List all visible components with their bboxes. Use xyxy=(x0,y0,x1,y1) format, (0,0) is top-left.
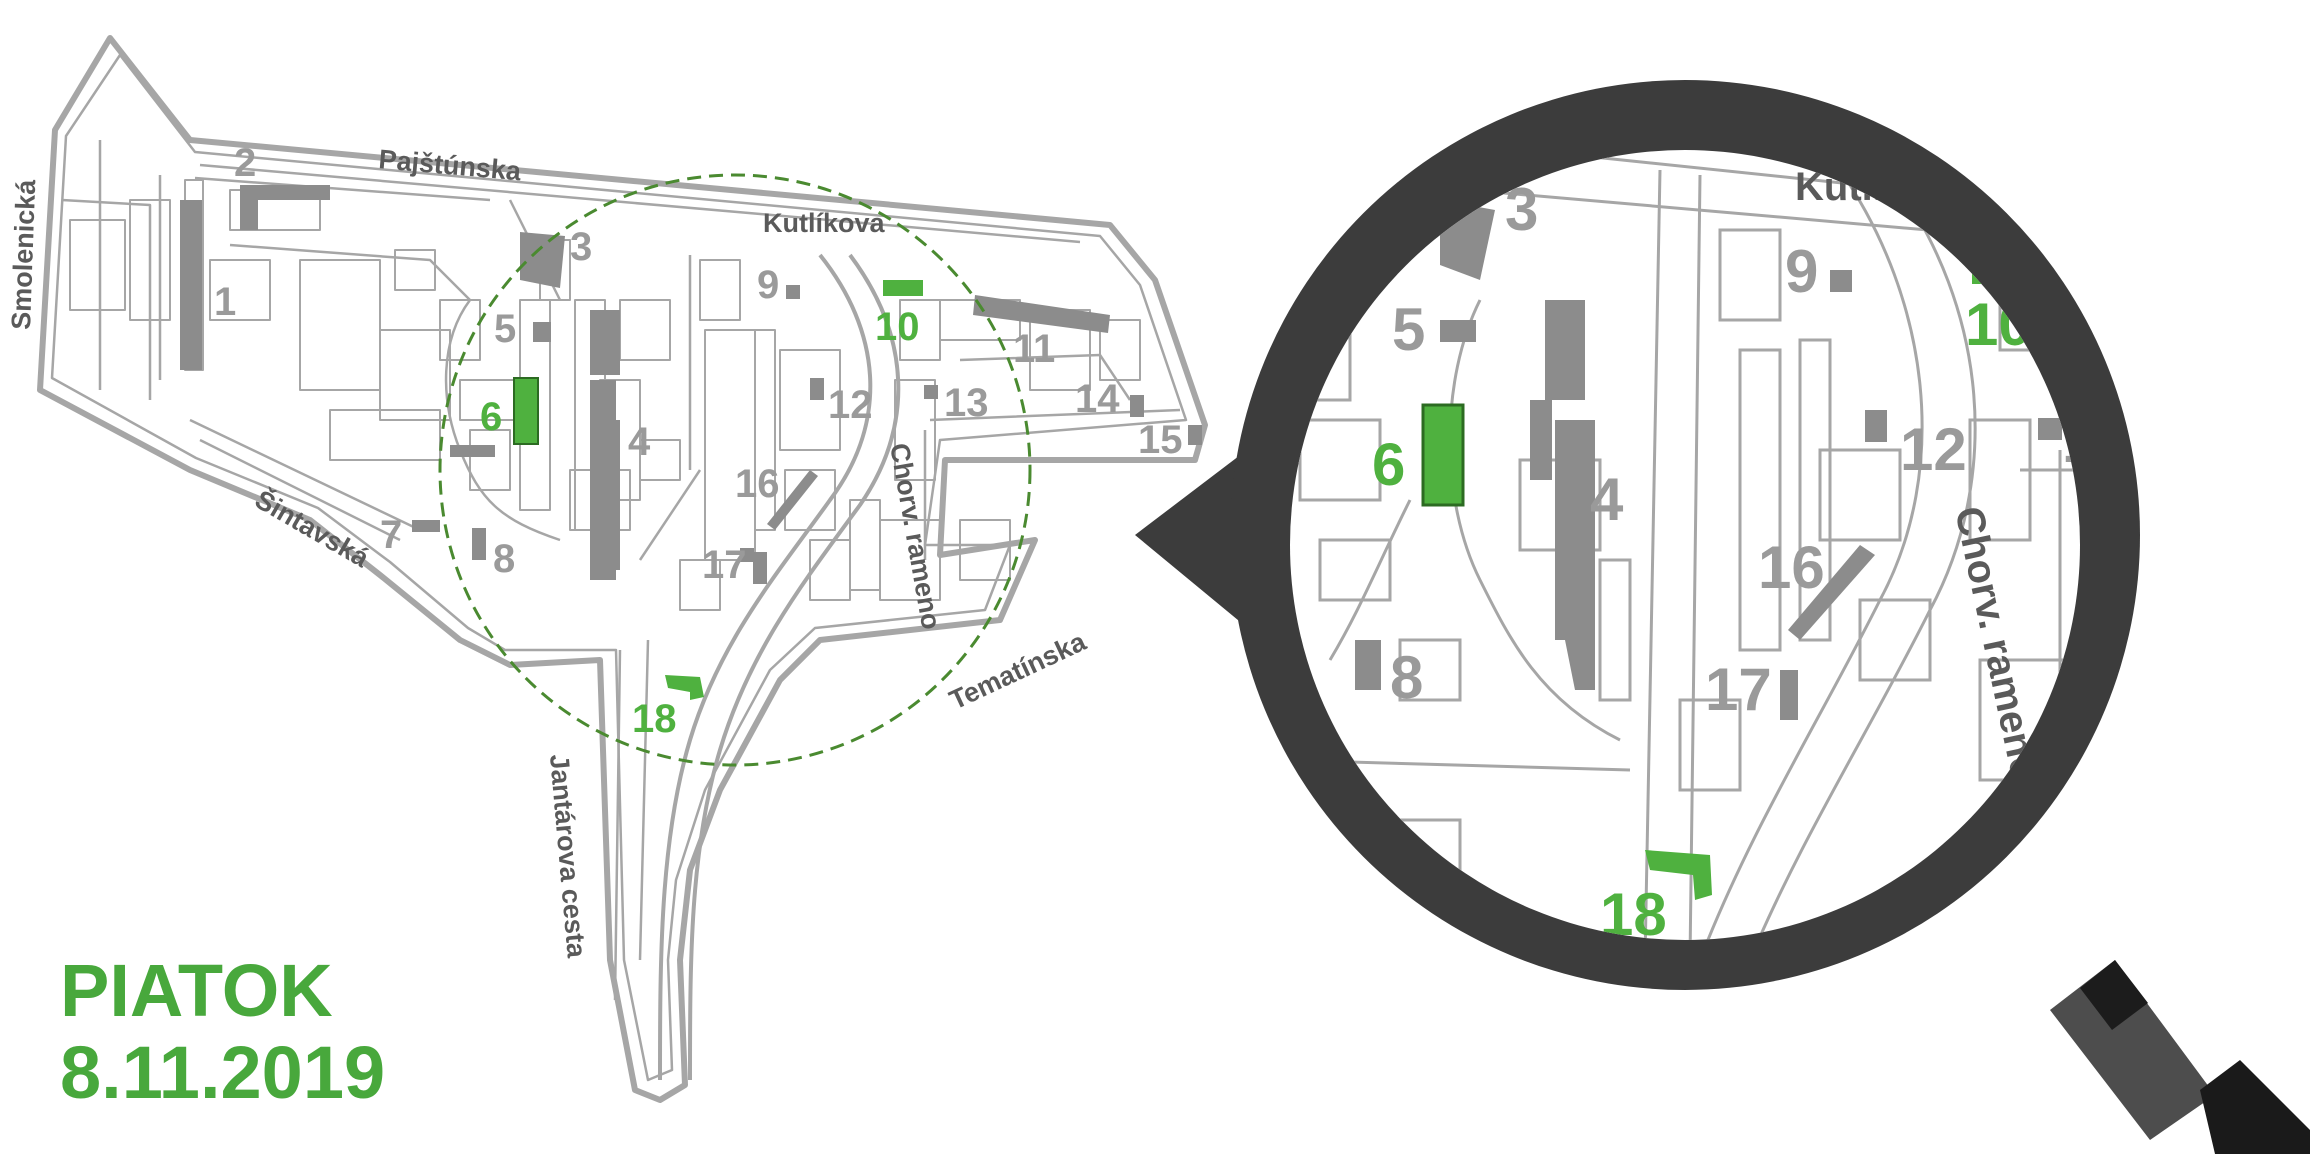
marker-2: 2 xyxy=(234,141,256,185)
magnifier-handle xyxy=(2050,960,2310,1154)
building-10-highlight xyxy=(883,280,923,296)
marker-15: 15 xyxy=(1138,418,1183,462)
site-map xyxy=(37,35,1208,1103)
building-18-highlight xyxy=(665,675,704,700)
zoom-marker-9: 9 xyxy=(1785,238,1818,305)
focus-circle xyxy=(438,173,1032,767)
magnifier-lens xyxy=(1290,150,2080,940)
marker-14: 14 xyxy=(1075,377,1120,421)
building-6-highlight xyxy=(513,377,539,445)
marker-11: 11 xyxy=(1013,327,1055,371)
zoom-marker-12: 12 xyxy=(1900,416,1967,483)
road-jantarova xyxy=(613,639,650,1001)
road-sintavska xyxy=(189,418,421,542)
marker-9: 9 xyxy=(757,263,779,307)
zoom-marker-17: 17 xyxy=(1705,656,1772,723)
marker-4: 4 xyxy=(628,420,651,464)
road-chorv-1 xyxy=(658,253,873,1081)
marker-16: 16 xyxy=(735,462,780,506)
zoom-marker-18: 18 xyxy=(1600,881,1667,948)
zoom-building-18 xyxy=(1645,850,1712,900)
road-chorv-2 xyxy=(688,253,901,1081)
date-caption: PIATOK 8.11.2019 xyxy=(60,950,385,1114)
marker-3: 3 xyxy=(570,225,592,269)
marker-10: 10 xyxy=(875,305,920,349)
marker-1: 1 xyxy=(214,280,236,324)
zoom-marker-16: 16 xyxy=(1758,534,1825,601)
zoom-marker-6: 6 xyxy=(1372,431,1405,498)
zoom-marker-5: 5 xyxy=(1392,296,1425,363)
street-smolenicka: Smolenická xyxy=(6,178,41,330)
street-tematinska: Tematínska xyxy=(945,626,1091,716)
marker-8: 8 xyxy=(493,537,515,581)
marker-18: 18 xyxy=(632,697,677,741)
marker-5: 5 xyxy=(494,307,516,351)
gray-buildings xyxy=(180,185,1202,584)
street-jantarova: Jantárova cesta xyxy=(544,753,592,960)
marker-labels: 1 2 3 4 5 6 7 8 9 10 11 12 13 14 15 16 1… xyxy=(214,141,1183,741)
marker-7: 7 xyxy=(380,513,402,557)
zoom-marker-8: 8 xyxy=(1390,644,1423,711)
street-kutlikova: Kutlíkova xyxy=(763,208,886,238)
zoom-building-6 xyxy=(1421,403,1465,507)
road-north xyxy=(199,163,1081,244)
marker-17: 17 xyxy=(702,543,747,587)
road-north-2 xyxy=(194,176,491,202)
street-pajstunska: Pajštúnska xyxy=(377,144,523,186)
highlighted-buildings xyxy=(513,280,923,700)
magnifier: Kutlíkova Chorv. rameno 3 4 5 6 8 9 10 1… xyxy=(1135,80,2310,1154)
magnifier-pointer xyxy=(1135,440,1260,630)
caption-day: PIATOK xyxy=(60,949,333,1032)
marker-12: 12 xyxy=(828,383,873,427)
site-boundary-inner xyxy=(50,53,1188,1082)
road-inner-2 xyxy=(638,255,702,561)
marker-6: 6 xyxy=(480,395,502,439)
caption-date: 8.11.2019 xyxy=(60,1031,386,1114)
zoom-marker-4: 4 xyxy=(1590,466,1624,533)
marker-13: 13 xyxy=(944,381,989,425)
road-west xyxy=(61,140,162,400)
